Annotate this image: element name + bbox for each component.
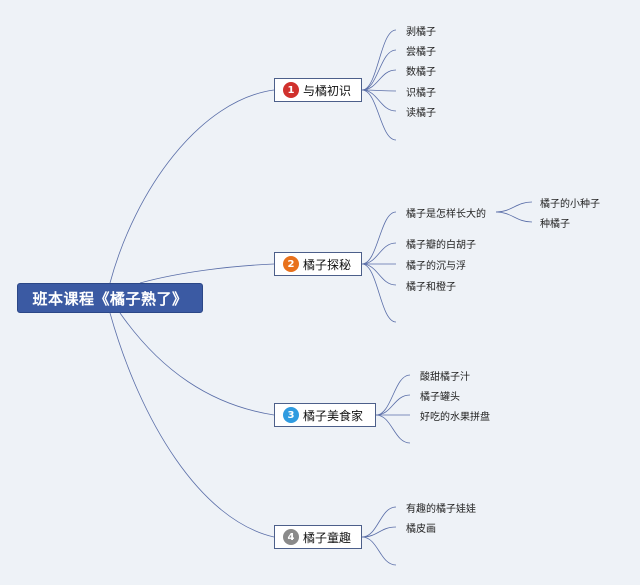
leaf-topic[interactable]: 有趣的橘子娃娃 [406, 504, 476, 515]
leaf-topic[interactable]: 好吃的水果拼盘 [420, 412, 490, 423]
number-badge-2: 2 [283, 256, 299, 272]
leaf-topic[interactable]: 橘皮画 [406, 524, 436, 535]
subleaf-topic[interactable]: 种橘子 [540, 219, 570, 230]
subleaf-topic[interactable]: 橘子的小种子 [540, 199, 600, 210]
leaf-topic[interactable]: 读橘子 [406, 108, 436, 119]
leaf-topic[interactable]: 尝橘子 [406, 47, 436, 58]
leaf-topic[interactable]: 橘子瓣的白胡子 [406, 240, 476, 251]
leaf-topic[interactable]: 剥橘子 [406, 27, 436, 38]
leaf-topic[interactable]: 橘子是怎样长大的 [406, 209, 486, 220]
branch-label: 橘子童趣 [303, 530, 352, 545]
branch-topic-2[interactable]: 2 橘子探秘 [274, 252, 362, 276]
leaf-topic[interactable]: 识橘子 [406, 88, 436, 99]
leaf-topic[interactable]: 酸甜橘子汁 [420, 372, 470, 383]
number-badge-1: 1 [283, 82, 299, 98]
branch-topic-1[interactable]: 1 与橘初识 [274, 78, 362, 102]
leaf-topic[interactable]: 橘子和橙子 [406, 282, 456, 293]
branch-label: 橘子美食家 [303, 408, 364, 423]
connector-root-branch-4 [109, 312, 275, 538]
branch-topic-4[interactable]: 4 橘子童趣 [274, 525, 362, 549]
number-badge-4: 4 [283, 529, 299, 545]
leaf-topic[interactable]: 数橘子 [406, 67, 436, 78]
root-title: 班本课程《橘子熟了》 [32, 289, 188, 308]
branch-label: 橘子探秘 [303, 257, 352, 272]
leaf-topic[interactable]: 橘子罐头 [420, 392, 460, 403]
branch-label: 与橘初识 [303, 83, 352, 98]
root-topic[interactable]: 班本课程《橘子熟了》 [17, 283, 203, 313]
branch-topic-3[interactable]: 3 橘子美食家 [274, 403, 376, 427]
connector-root-branch-2 [139, 263, 275, 284]
number-badge-3: 3 [283, 407, 299, 423]
connector-root-branch-1 [109, 89, 275, 284]
connector-root-branch-3 [119, 312, 275, 416]
leaf-topic[interactable]: 橘子的沉与浮 [406, 261, 466, 272]
